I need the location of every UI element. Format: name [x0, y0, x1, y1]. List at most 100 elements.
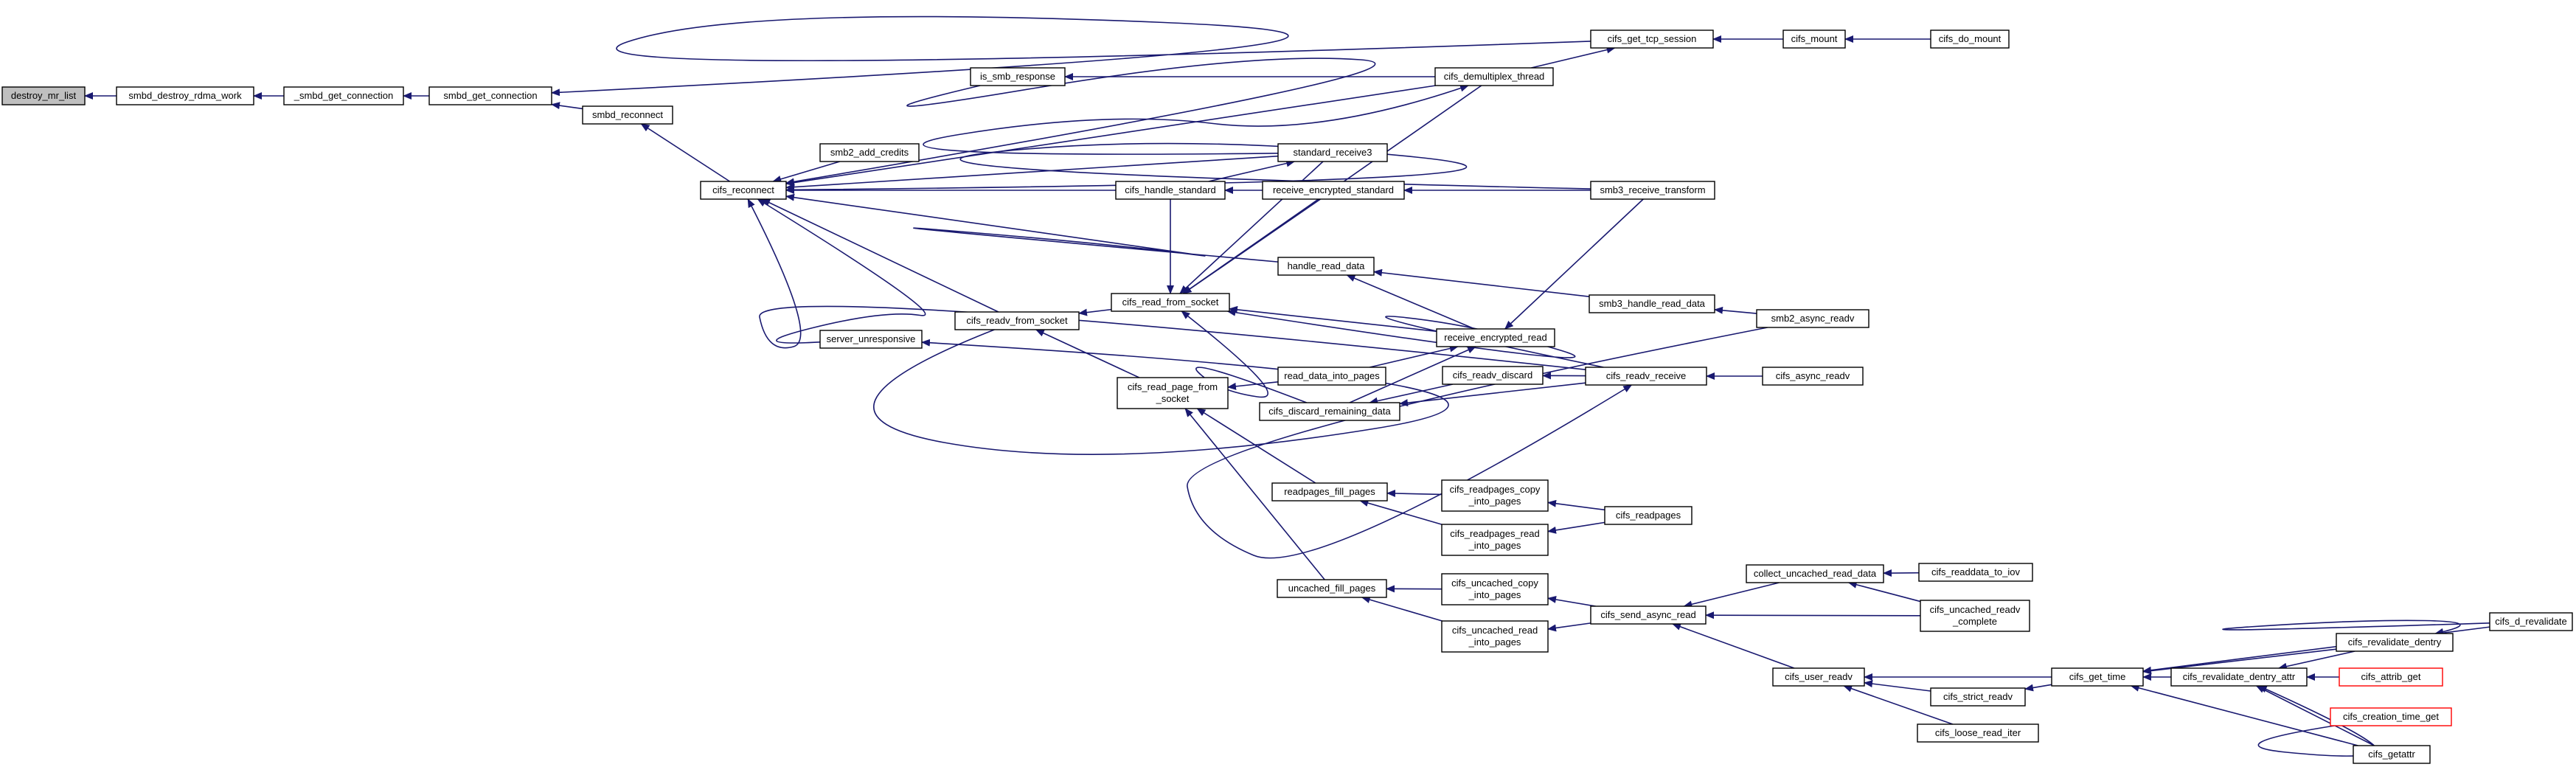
node-label: cifs_readv_receive — [1606, 370, 1686, 381]
node-box — [1930, 687, 2026, 707]
node-label: cifs_reconnect — [712, 184, 774, 195]
node-cifs-readpages-copy-into-pages[interactable]: cifs_readpages_copy_into_pages — [1441, 479, 1549, 512]
node-smb3-handle-read-data[interactable]: smb3_handle_read_data — [1589, 294, 1715, 313]
node-server-unresponsive[interactable]: server_unresponsive — [819, 330, 923, 349]
node-receive-encrypted-read[interactable]: receive_encrypted_read — [1436, 328, 1555, 347]
node-box — [819, 143, 920, 162]
node-box — [1604, 506, 1693, 525]
node-box — [954, 311, 1080, 330]
node--smbd-get-connection[interactable]: _smbd_get_connection — [283, 86, 404, 105]
edge-cifs_read_from_socket-to-cifs_readv_from_socket — [1078, 308, 1112, 316]
node-cifs-readpages-read-into-pages[interactable]: cifs_readpages_read_into_pages — [1441, 524, 1549, 556]
node-cifs-get-tcp-session[interactable]: cifs_get_tcp_session — [1590, 30, 1714, 49]
node-cifs-readv-discard[interactable]: cifs_readv_discard — [1442, 366, 1544, 385]
node-cifs-user-readv[interactable]: cifs_user_readv — [1772, 667, 1865, 687]
node-cifs-read-from-socket[interactable]: cifs_read_from_socket — [1111, 293, 1230, 312]
node-collect-uncached-read-data[interactable]: collect_uncached_read_data — [1746, 564, 1884, 583]
node-cifs-mount[interactable]: cifs_mount — [1782, 30, 1846, 49]
node-label: cifs_readpages — [1616, 510, 1681, 521]
node-cifs-readdata-to-iov[interactable]: cifs_readdata_to_iov — [1918, 563, 2033, 582]
node-label: cifs_revalidate_dentry — [2348, 636, 2442, 648]
node-smb2-add-credits[interactable]: smb2_add_credits — [819, 143, 920, 162]
node-cifs-demultiplex-thread[interactable]: cifs_demultiplex_thread — [1434, 67, 1554, 86]
node-cifs-creation-time-get[interactable]: cifs_creation_time_get — [2330, 707, 2452, 726]
node-cifs-handle-standard[interactable]: cifs_handle_standard — [1115, 181, 1226, 200]
node-cifs-strict-readv[interactable]: cifs_strict_readv — [1930, 687, 2026, 707]
node-cifs-readpages[interactable]: cifs_readpages — [1604, 506, 1693, 525]
node-label: cifs_send_async_read — [1600, 609, 1695, 620]
node-cifs-readv-from-socket[interactable]: cifs_readv_from_socket — [954, 311, 1080, 330]
node-uncached-fill-pages[interactable]: uncached_fill_pages — [1277, 579, 1387, 598]
node-box — [1917, 723, 2039, 743]
node-label: smb2_async_readv — [1771, 313, 1855, 324]
node-cifs-reconnect[interactable]: cifs_reconnect — [700, 181, 787, 200]
node-cifs-send-async-read[interactable]: cifs_send_async_read — [1590, 605, 1707, 625]
edge-cifs_uncached_read_into_pages-to-uncached_fill_pages — [1361, 596, 1443, 622]
edge-receive_encrypted_standard-to-cifs_read_from_socket — [1182, 198, 1322, 294]
edge-readpages_fill_pages-to-cifs_read_page_from_socket — [1196, 408, 1316, 484]
edge-smb2_async_readv-to-smb3_handle_read_data — [1714, 306, 1757, 314]
node-label: cifs_discard_remaining_data — [1268, 406, 1391, 417]
node-handle-read-data[interactable]: handle_read_data — [1277, 257, 1375, 276]
node-label: _into_pages — [1468, 540, 1521, 551]
node-cifs-uncached-read-into-pages[interactable]: cifs_uncached_read_into_pages — [1441, 620, 1549, 653]
edge-smb3_handle_read_data-to-handle_read_data — [1373, 268, 1590, 297]
node-box — [1, 86, 86, 105]
node-readpages-fill-pages[interactable]: readpages_fill_pages — [1271, 482, 1388, 502]
edge-smb2_async_readv-to-cifs_readv_receive — [1187, 327, 1768, 559]
node-smbd-get-connection[interactable]: smbd_get_connection — [428, 86, 552, 105]
node-box — [1277, 579, 1387, 598]
node-cifs-attrib-get[interactable]: cifs_attrib_get — [2339, 667, 2443, 687]
node-label: cifs_getattr — [2368, 749, 2415, 760]
node-label: cifs_read_from_socket — [1122, 296, 1219, 308]
edge-cifs_user_readv-to-cifs_send_async_read — [1672, 623, 1795, 669]
node-cifs-discard-remaining-data[interactable]: cifs_discard_remaining_data — [1259, 402, 1400, 421]
node-cifs-revalidate-dentry-attr[interactable]: cifs_revalidate_dentry_attr — [2170, 667, 2308, 687]
node-cifs-uncached-readv-complete[interactable]: cifs_uncached_readv_complete — [1920, 600, 2030, 632]
node-cifs-getattr[interactable]: cifs_getattr — [2353, 745, 2431, 764]
node-smbd-reconnect[interactable]: smbd_reconnect — [582, 105, 673, 125]
node-box — [1746, 564, 1884, 583]
node-cifs-revalidate-dentry[interactable]: cifs_revalidate_dentry — [2336, 633, 2454, 652]
node-cifs-d-revalidate[interactable]: cifs_d_revalidate — [2489, 612, 2573, 631]
node-box — [2170, 667, 2308, 687]
node-label: smb3_receive_transform — [1600, 184, 1705, 195]
node-label: cifs_loose_read_iter — [1935, 727, 2021, 738]
node-label: cifs_attrib_get — [2361, 671, 2421, 682]
node-label: cifs_get_time — [2069, 671, 2126, 682]
node-cifs-get-time[interactable]: cifs_get_time — [2051, 667, 2144, 687]
node-smbd-destroy-rdma-work[interactable]: smbd_destroy_rdma_work — [116, 86, 254, 105]
edge-cifs_get_tcp_session-to-smbd_get_connection — [551, 15, 1591, 97]
node-label: cifs_uncached_read — [1452, 625, 1538, 636]
node-label: cifs_uncached_readv — [1930, 604, 2021, 615]
edge-cifs_discard_remaining_data-to-receive_encrypted_read — [1349, 346, 1476, 403]
node-is-smb-response[interactable]: is_smb_response — [970, 67, 1066, 86]
node-label: cifs_readdata_to_iov — [1931, 566, 2020, 577]
node-cifs-async-readv[interactable]: cifs_async_readv — [1762, 367, 1864, 386]
node-box — [1277, 367, 1386, 386]
edge-cifs_getattr-to-cifs_get_time — [2130, 684, 2358, 746]
edge-receive_encrypted_read-to-cifs_read_from_socket — [1229, 305, 1437, 333]
node-cifs-readv-receive[interactable]: cifs_readv_receive — [1585, 367, 1707, 386]
node-label: smb3_handle_read_data — [1599, 298, 1706, 309]
node-cifs-read-page-from-socket[interactable]: cifs_read_page_from_socket — [1117, 377, 1229, 409]
node-standard-receive3[interactable]: standard_receive3 — [1277, 143, 1388, 162]
node-cifs-loose-read-iter[interactable]: cifs_loose_read_iter — [1917, 723, 2039, 743]
node-cifs-do-mount[interactable]: cifs_do_mount — [1930, 30, 2010, 49]
node-box — [1590, 181, 1715, 200]
node-label: cifs_demultiplex_thread — [1444, 71, 1545, 82]
node-cifs-uncached-copy-into-pages[interactable]: cifs_uncached_copy_into_pages — [1441, 573, 1549, 605]
node-smb3-receive-transform[interactable]: smb3_receive_transform — [1590, 181, 1715, 200]
node-read-data-into-pages[interactable]: read_data_into_pages — [1277, 367, 1386, 386]
node-box — [582, 105, 673, 125]
node-label: cifs_strict_readv — [1943, 691, 2013, 702]
edge-cifs_readpages_copy_into_pages-to-readpages_fill_pages — [1386, 489, 1443, 497]
node-box — [1262, 181, 1405, 200]
node-receive-encrypted-standard[interactable]: receive_encrypted_standard — [1262, 181, 1405, 200]
edge-smb2_add_credits-to-cifs_reconnect — [772, 161, 840, 183]
node-smb2-async-readv[interactable]: smb2_async_readv — [1756, 309, 1869, 328]
node-destroy-mr-list[interactable]: destroy_mr_list — [1, 86, 86, 105]
node-box — [1259, 402, 1400, 421]
node-box — [2339, 667, 2443, 687]
node-label: cifs_readv_from_socket — [966, 315, 1068, 326]
